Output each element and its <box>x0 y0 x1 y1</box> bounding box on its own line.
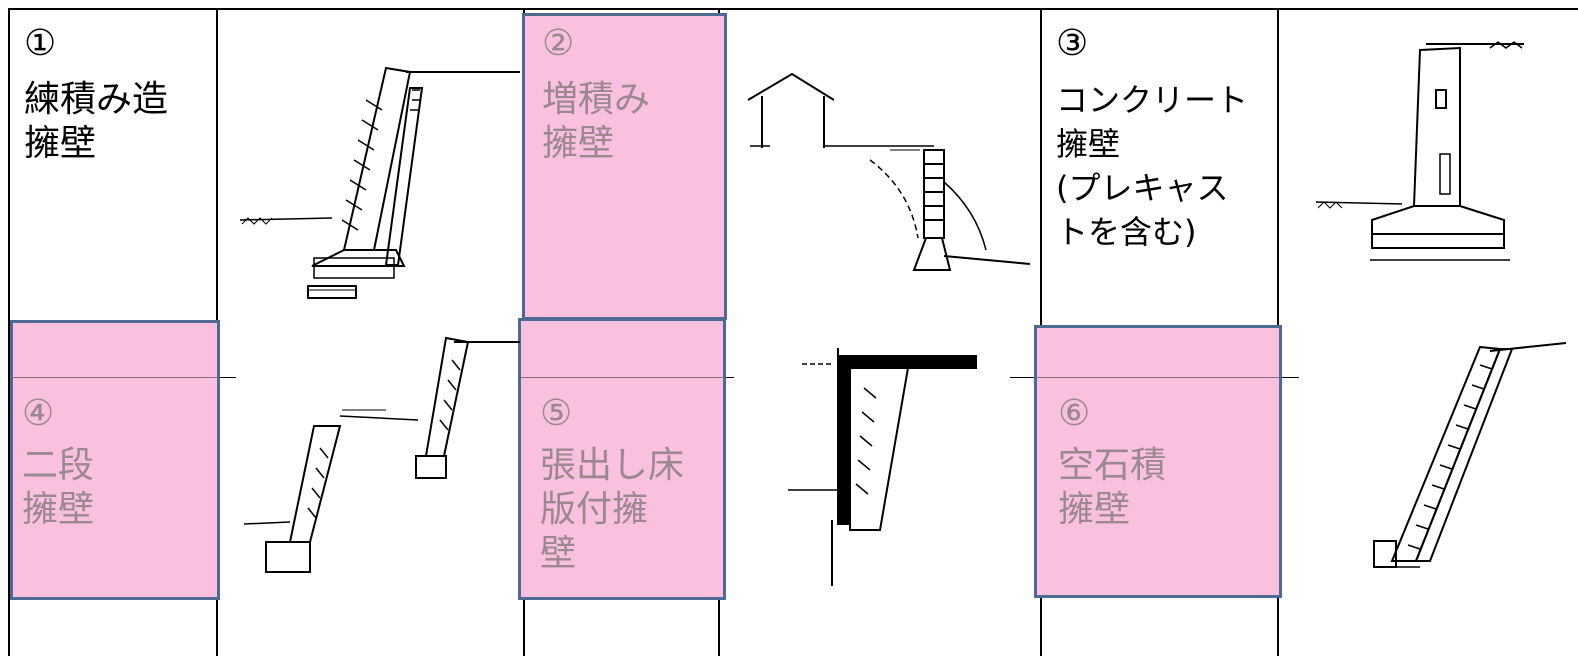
cell-5-label: 張出し床 版付擁 壁 <box>540 445 685 574</box>
wall-figure-1 <box>239 66 520 299</box>
cell-1-label: 練積み造 擁壁 <box>24 79 169 164</box>
wall-figure-6 <box>1373 342 1567 568</box>
wall-figure-2 <box>747 72 1031 271</box>
row-divider-segment <box>718 377 734 378</box>
cell-1-number: ① <box>24 23 57 64</box>
row-divider-segment <box>1010 377 1040 378</box>
cell-2-label: 増積み 擁壁 <box>542 79 651 164</box>
cell-2-number: ② <box>542 23 575 64</box>
cell-4-label: 二段 擁壁 <box>22 445 95 530</box>
wall-figure-3 <box>1315 41 1524 261</box>
top-border <box>8 8 1578 10</box>
cell-6-number: ⑥ <box>1058 393 1091 434</box>
grid-line <box>8 8 10 656</box>
highlight-box-5 <box>518 318 726 600</box>
row-divider-segment <box>1277 377 1299 378</box>
row-divider-overlay <box>1037 377 1279 378</box>
cell-6-label: 空石積 擁壁 <box>1058 445 1167 530</box>
cell-3-number: ③ <box>1056 23 1089 64</box>
cell-5-number: ⑤ <box>540 393 573 434</box>
row-divider-overlay <box>12 377 218 378</box>
highlight-box-2 <box>522 13 727 320</box>
row-divider-overlay <box>521 377 724 378</box>
wall-figure-5 <box>788 348 977 586</box>
cell-4-number: ④ <box>22 393 55 434</box>
highlight-box-6 <box>1034 325 1282 598</box>
wall-figure-4 <box>243 336 520 573</box>
highlight-box-4 <box>10 320 220 600</box>
cell-3-label: コンクリート 擁壁 (プレキャス トを含む) <box>1056 81 1249 251</box>
